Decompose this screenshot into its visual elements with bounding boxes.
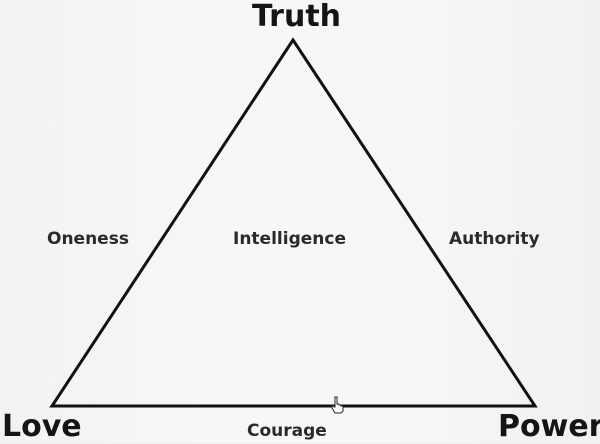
edge-label-courage: Courage <box>247 421 327 441</box>
hand-cursor-icon <box>331 396 344 414</box>
triangle-outline <box>49 37 538 408</box>
center-label-intelligence: Intelligence <box>233 229 346 249</box>
edge-label-oneness: Oneness <box>47 229 129 249</box>
vertex-label-power: Power <box>498 409 600 444</box>
vertex-label-love: Love <box>2 409 82 444</box>
edge-label-authority: Authority <box>449 229 540 249</box>
vertex-label-truth: Truth <box>252 0 342 34</box>
